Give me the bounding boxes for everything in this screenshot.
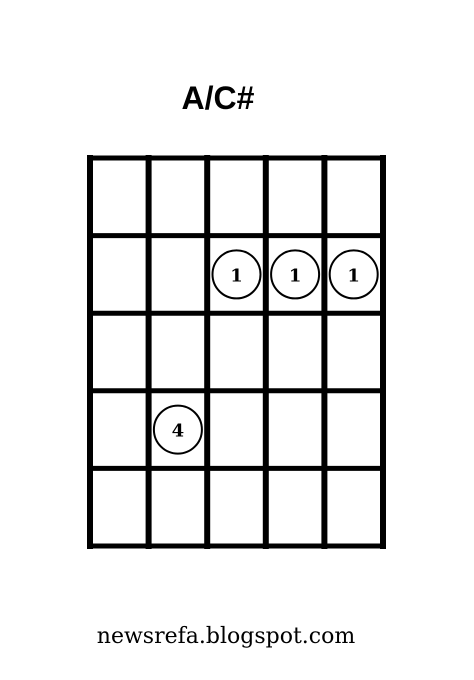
- website-caption: newsrefa.blogspot.com: [96, 624, 356, 649]
- finger-markers: 1 1 1 4: [152, 249, 379, 455]
- finger-dot: [328, 249, 379, 300]
- finger-dot: [270, 249, 321, 300]
- finger-number: 1: [289, 265, 302, 286]
- chord-name: A/C#: [181, 80, 255, 116]
- finger-dot: [152, 404, 203, 455]
- finger-dot: [211, 249, 262, 300]
- finger-number: 4: [172, 421, 185, 442]
- finger-number: 1: [230, 265, 243, 286]
- finger-number: 1: [347, 265, 360, 286]
- fret-grid: [87, 155, 386, 549]
